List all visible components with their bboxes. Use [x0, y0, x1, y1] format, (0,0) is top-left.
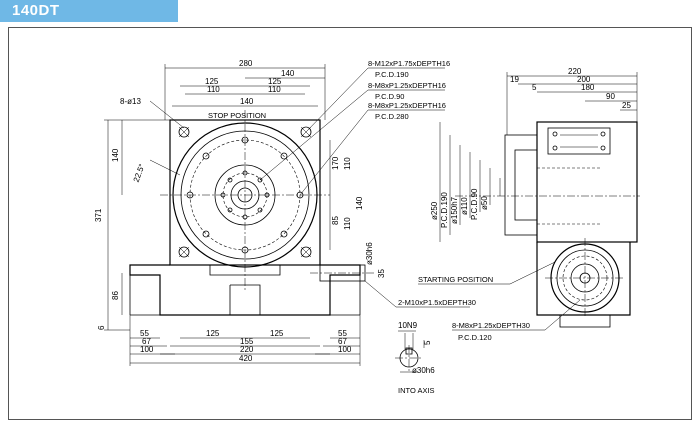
- svg-text:86: 86: [111, 291, 120, 300]
- svg-text:140: 140: [355, 196, 364, 210]
- svg-text:220: 220: [568, 67, 582, 76]
- svg-text:P.C.D.280: P.C.D.280: [375, 112, 409, 121]
- side-view: 220 19 200 5 180 90 25 ø250 P.C.D.190 ø1: [430, 67, 640, 328]
- svg-text:110: 110: [268, 85, 281, 94]
- svg-text:100: 100: [140, 345, 154, 354]
- stop-position-label: STOP POSITION: [208, 111, 266, 120]
- svg-text:90: 90: [606, 92, 615, 101]
- svg-text:85: 85: [331, 216, 340, 225]
- svg-text:140: 140: [111, 148, 120, 162]
- svg-text:ø150h7: ø150h7: [450, 196, 459, 224]
- svg-text:5: 5: [423, 340, 432, 345]
- svg-text:P.C.D.120: P.C.D.120: [458, 333, 492, 342]
- svg-text:55: 55: [140, 329, 149, 338]
- svg-text:8-M8xP1.25xDEPTH30: 8-M8xP1.25xDEPTH30: [452, 321, 530, 330]
- svg-text:ø50: ø50: [480, 196, 489, 210]
- front-bottom-dimensions: 55 67 100 125 155 220 420 125 55 67 100: [129, 315, 361, 366]
- svg-text:371: 371: [94, 208, 103, 222]
- callout-notes: 8-M12xP1.75xDEPTH16 P.C.D.190 8-M8xP1.25…: [259, 59, 581, 395]
- side-vertical-dimensions: ø250 P.C.D.190 ø150h7 ø110 P.C.D.90 ø50: [430, 122, 501, 242]
- svg-text:STARTING POSITION: STARTING POSITION: [418, 275, 493, 284]
- front-top-dimensions: 280 140 125 125 110 110 140: [164, 59, 326, 120]
- front-left-dimensions: 371 140 86 6: [94, 119, 170, 331]
- svg-text:420: 420: [239, 354, 253, 363]
- front-right-dimensions: 170 110 85 140 110 ø30h6 35: [329, 140, 386, 278]
- svg-text:67: 67: [142, 337, 151, 346]
- svg-text:125: 125: [206, 329, 220, 338]
- svg-text:10N9: 10N9: [398, 321, 418, 330]
- svg-text:19: 19: [510, 75, 519, 84]
- svg-text:ø30h6: ø30h6: [412, 366, 435, 375]
- svg-text:125: 125: [205, 77, 219, 86]
- svg-text:200: 200: [577, 75, 591, 84]
- svg-text:125: 125: [268, 77, 282, 86]
- svg-text:ø250: ø250: [430, 201, 439, 220]
- svg-text:ø110: ø110: [460, 197, 469, 215]
- shaft-detail: 10N9 5 ø30h6: [395, 321, 435, 375]
- svg-text:125: 125: [270, 329, 284, 338]
- svg-text:140: 140: [240, 97, 254, 106]
- svg-text:100: 100: [338, 345, 352, 354]
- svg-text:67: 67: [338, 337, 347, 346]
- svg-text:110: 110: [343, 157, 352, 170]
- svg-text:6: 6: [97, 325, 106, 330]
- svg-text:110: 110: [207, 85, 220, 94]
- svg-text:55: 55: [338, 329, 347, 338]
- angle-label: 22.5°: [132, 163, 147, 184]
- svg-text:110: 110: [343, 217, 352, 230]
- svg-text:220: 220: [240, 345, 254, 354]
- svg-text:180: 180: [581, 83, 595, 92]
- drawing-title: 140DT: [0, 0, 178, 22]
- svg-text:8-M8xP1.25xDEPTH16: 8-M8xP1.25xDEPTH16: [368, 101, 446, 110]
- svg-text:P.C.D.190: P.C.D.190: [375, 70, 409, 79]
- svg-text:280: 280: [239, 59, 253, 68]
- svg-text:ø30h6: ø30h6: [365, 242, 374, 265]
- svg-text:155: 155: [240, 337, 254, 346]
- svg-text:170: 170: [331, 156, 340, 170]
- table-bolt-holes: [186, 136, 304, 254]
- svg-text:25: 25: [622, 101, 631, 110]
- svg-text:2-M10xP1.5xDEPTH30: 2-M10xP1.5xDEPTH30: [398, 298, 476, 307]
- svg-text:INTO AXIS: INTO AXIS: [398, 386, 435, 395]
- svg-text:P.C.D.90: P.C.D.90: [375, 92, 404, 101]
- drawing-frame: [8, 27, 692, 420]
- svg-text:8-M12xP1.75xDEPTH16: 8-M12xP1.75xDEPTH16: [368, 59, 450, 68]
- svg-text:P.C.D.90: P.C.D.90: [470, 188, 479, 220]
- svg-text:8-M8xP1.25xDEPTH16: 8-M8xP1.25xDEPTH16: [368, 81, 446, 90]
- svg-text:5: 5: [532, 83, 537, 92]
- side-top-dimensions: 220 19 200 5 180 90 25: [506, 67, 638, 135]
- front-view: 280 140 125 125 110 110 140 8-ø13 STOP P…: [94, 59, 386, 366]
- hole-label: 8-ø13: [120, 97, 141, 106]
- svg-text:140: 140: [281, 69, 295, 78]
- svg-text:35: 35: [377, 269, 386, 278]
- svg-text:P.C.D.190: P.C.D.190: [440, 192, 449, 228]
